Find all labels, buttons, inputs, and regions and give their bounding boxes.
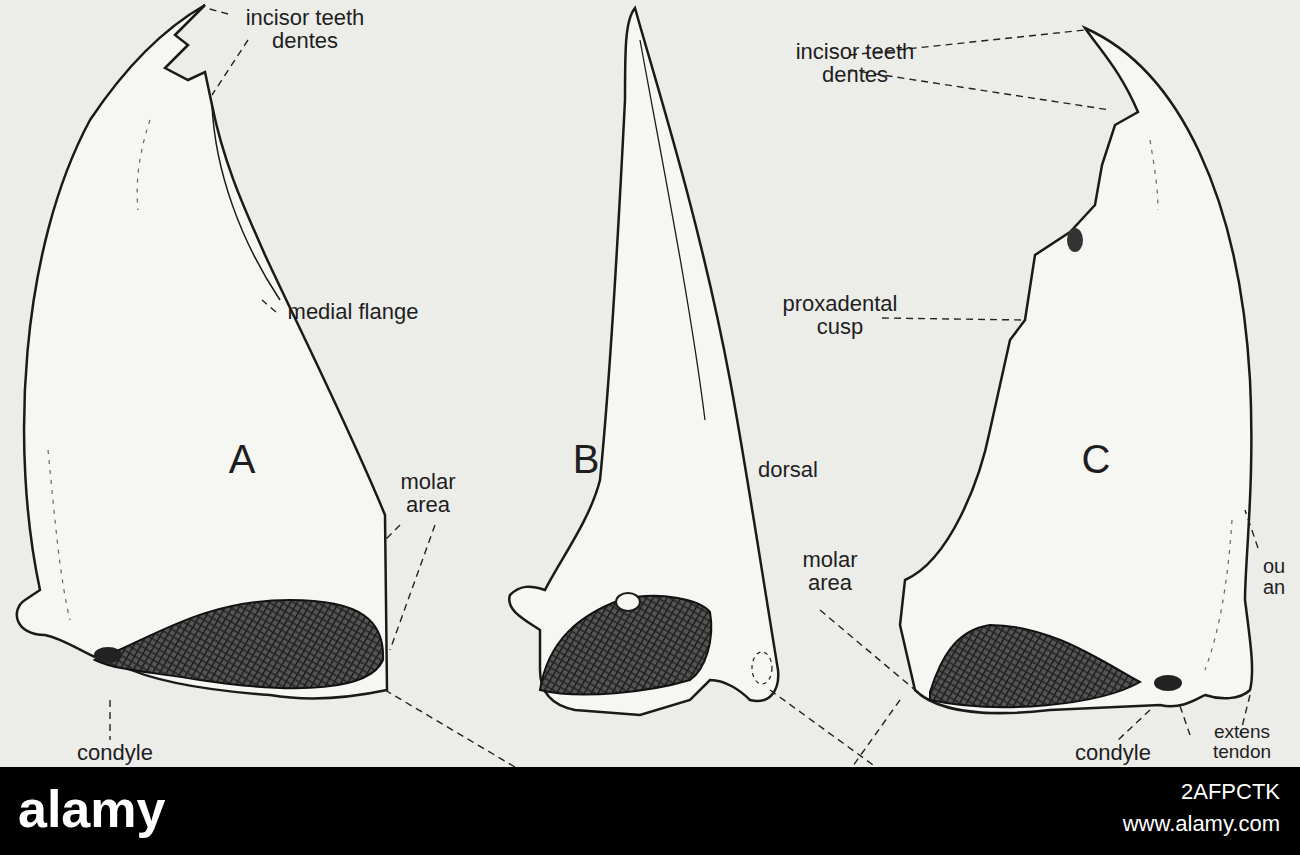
molar-surface [95, 600, 383, 688]
part-label: medial flange [278, 300, 428, 323]
condyle-socket [1154, 675, 1182, 691]
shading [48, 120, 150, 620]
part-label: molar area [790, 548, 870, 594]
panel-letter: B [566, 438, 606, 480]
part-label: incisor teeth dentes [220, 6, 390, 52]
tooth-mark [1067, 228, 1083, 252]
shading [1150, 140, 1232, 670]
part-label: condyle [60, 741, 170, 764]
part-label: proxadental cusp [765, 292, 915, 338]
tip-cap [752, 652, 772, 684]
ridge-line [640, 40, 705, 420]
flange-line [212, 105, 280, 300]
part-label: dorsal [748, 458, 828, 481]
mandible-outline [17, 5, 387, 698]
part-label: molar area [388, 470, 468, 516]
part-label: ou an [1252, 556, 1296, 598]
panel-letter: A [222, 438, 262, 480]
leader-lines [110, 8, 1258, 770]
condyle-knob [616, 593, 640, 611]
footer-bar [0, 767, 1300, 855]
part-label: extens tendon [1190, 722, 1294, 762]
site-url: www.alamy.com [1040, 812, 1280, 835]
molar-surface [930, 625, 1140, 707]
mandible-outline [509, 8, 778, 715]
part-label: condyle [1058, 741, 1168, 764]
image-id: 2AFPCTK [1040, 780, 1280, 803]
panel-letter: C [1076, 438, 1116, 480]
part-label: incisor teeth dentes [770, 40, 940, 86]
watermark-logo: alamy [18, 782, 218, 837]
condyle-socket [94, 647, 122, 663]
mandible-outline [900, 28, 1252, 713]
